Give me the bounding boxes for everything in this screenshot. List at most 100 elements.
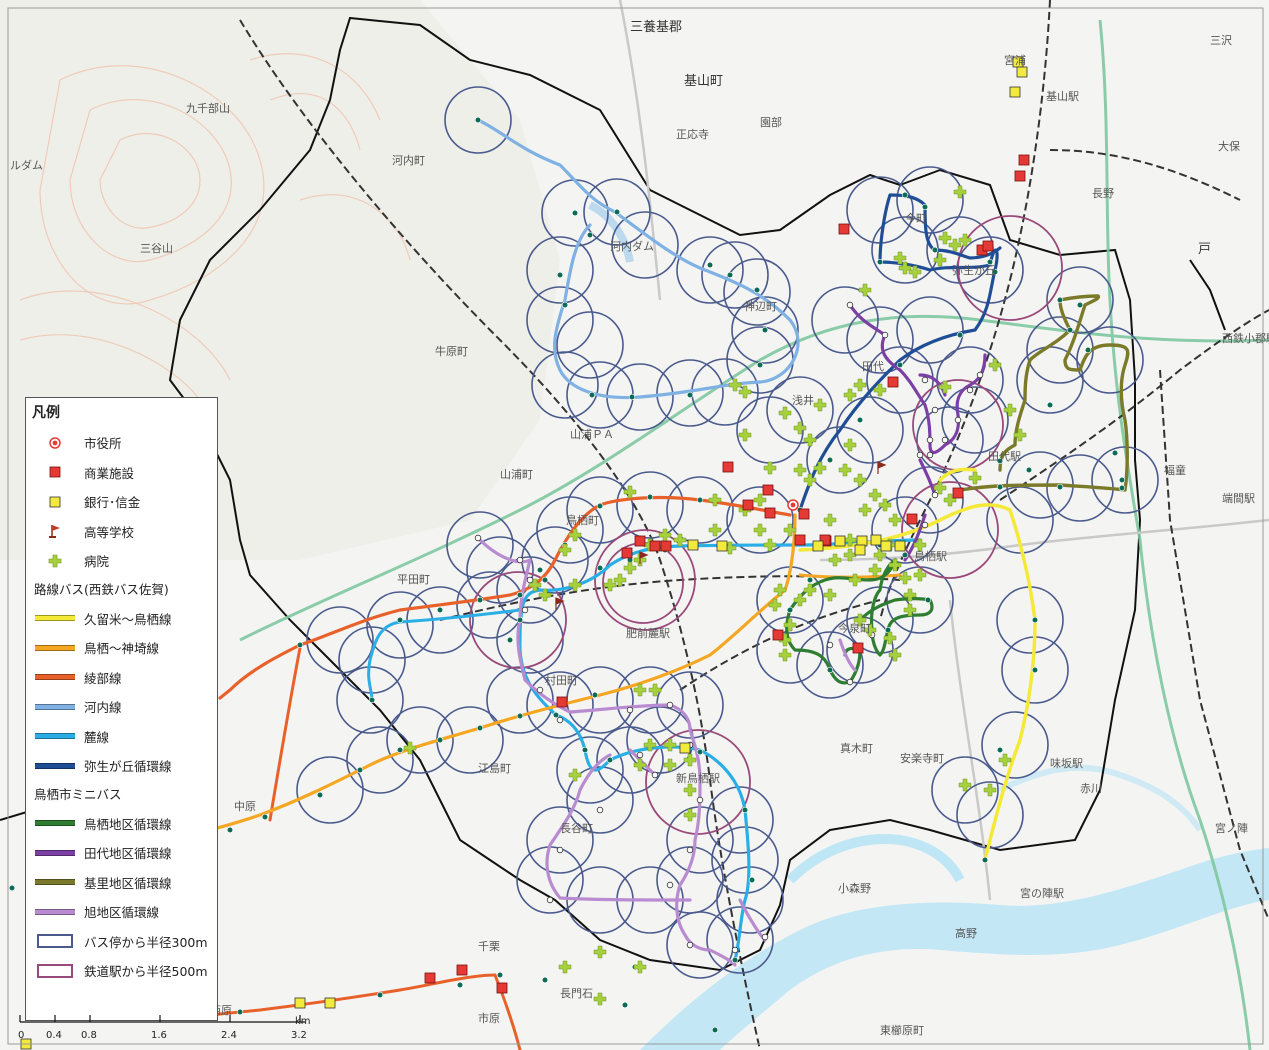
legend-label: 旭地区循環線 [84, 905, 160, 921]
place-label: 肥前麓駅 [626, 627, 670, 640]
mini-bus-stop [826, 641, 834, 649]
mini-bus-stop [474, 534, 482, 542]
place-label: 赤川 [1080, 782, 1102, 795]
scale-tick: 0.8 [81, 1030, 97, 1041]
hospital-marker [783, 618, 797, 632]
hospital-marker [738, 385, 752, 399]
commercial-marker [649, 540, 661, 552]
commercial-marker [621, 547, 633, 559]
bus-stop [541, 976, 549, 984]
bus-stop-ring [656, 359, 724, 427]
place-label: 宮ノ陣 [1215, 822, 1248, 835]
commercial-marker [906, 513, 918, 525]
bus-stop-ring [1076, 326, 1144, 394]
hospital-marker [683, 808, 697, 822]
bus-stop [748, 876, 756, 884]
bus-stop [1111, 449, 1119, 457]
place-label: 鳥栖町 [566, 514, 599, 527]
bus-stop-ring [731, 296, 799, 364]
kizato-district-loop [958, 294, 1130, 492]
scale-bar-graphic [19, 1015, 305, 1023]
scale-tick: 3.2 [291, 1030, 307, 1041]
scale-tick: 1.6 [151, 1030, 167, 1041]
mini-bus-stop [731, 946, 739, 954]
mini-bus-stop [931, 491, 939, 499]
hospital-marker [898, 571, 912, 585]
bus-stop [706, 261, 714, 269]
legend-label: 河内線 [84, 700, 122, 716]
mini-bus-stop [556, 846, 564, 854]
place-label: 福童 [1164, 464, 1186, 477]
hospital-marker [878, 498, 892, 512]
legend-line-swatch [35, 879, 75, 886]
legend-label: 銀行･信金 [84, 495, 141, 511]
commercial-marker [762, 484, 774, 496]
place-label: 三谷山 [140, 242, 173, 255]
legend-mini_bus-2: 基里地区循環線 [32, 868, 211, 898]
city-hall-icon [49, 437, 61, 449]
bus-stop-ring [386, 706, 454, 774]
hospital-marker [528, 578, 542, 592]
map-legend: 凡例 市役所 商業施設 銀行･信金 高等学校 病院 路線バス(西鉄バス佐賀) 久… [25, 397, 218, 1021]
legend-mini_bus-3: 旭地区循環線 [32, 897, 211, 927]
place-label: 弥生が丘 [952, 264, 996, 277]
hospital-marker [873, 383, 887, 397]
legend-route_bus-3: 河内線 [32, 692, 211, 722]
hospital-marker [793, 421, 807, 435]
mini-bus-stop [976, 371, 984, 379]
hospital-marker [793, 593, 807, 607]
mini-bus-stop [666, 881, 674, 889]
place-label: 正応寺 [676, 128, 709, 141]
bus-stop [686, 391, 694, 399]
hospital-marker [883, 631, 897, 645]
mini-bus-stop [526, 576, 534, 584]
hospital-marker [763, 538, 777, 552]
bus-stop-ring [444, 86, 512, 154]
hospital-marker [683, 783, 697, 797]
hospital-marker [763, 461, 777, 475]
bus-stop [296, 641, 304, 649]
place-label: 高野 [955, 927, 977, 940]
legend-mini_bus-1: 田代地区循環線 [32, 838, 211, 868]
bus-stop [931, 246, 939, 254]
hospital-marker [403, 741, 417, 755]
bus-stop [1076, 301, 1084, 309]
mini-bus-stop [666, 701, 674, 709]
bus-stop [1025, 466, 1033, 474]
bus-stop [696, 748, 704, 756]
bus-stop [986, 258, 994, 266]
hospital-marker [863, 623, 877, 637]
place-label: 山浦町 [500, 468, 533, 481]
hospital-marker [888, 513, 902, 527]
bus-stop [586, 231, 594, 239]
commercial-marker [456, 964, 468, 976]
place-label: 長谷町 [560, 822, 593, 835]
bus-stop [516, 712, 524, 720]
mini-bus-stop [546, 896, 554, 904]
bank-marker [1016, 66, 1028, 78]
place-label: 浅井 [792, 394, 814, 407]
hospital-marker [623, 485, 637, 499]
bus-stop [596, 564, 604, 572]
hospital-marker [903, 588, 917, 602]
bus-stop [826, 456, 834, 464]
hospital-marker [958, 778, 972, 792]
bus-stop-ring [556, 311, 624, 379]
bus-stop [316, 791, 324, 799]
bus-stop [756, 361, 764, 369]
bus-stop [561, 301, 569, 309]
bus-stop-ring [756, 616, 824, 684]
commercial-marker [634, 535, 646, 547]
legend-label: バス停から半径300m [84, 934, 208, 950]
scale-tick: 2.4 [221, 1030, 237, 1041]
bus-stop-ring [796, 631, 864, 699]
bus-stop [896, 361, 904, 369]
bus-stop [556, 271, 564, 279]
bus-stop-ring [766, 376, 834, 444]
legend-line-swatch [35, 733, 75, 740]
bus-stop [956, 331, 964, 339]
bank-marker [880, 540, 892, 552]
legend-label: 商業施設 [84, 465, 135, 481]
bus-stop [571, 209, 579, 217]
hospital-marker [868, 488, 882, 502]
